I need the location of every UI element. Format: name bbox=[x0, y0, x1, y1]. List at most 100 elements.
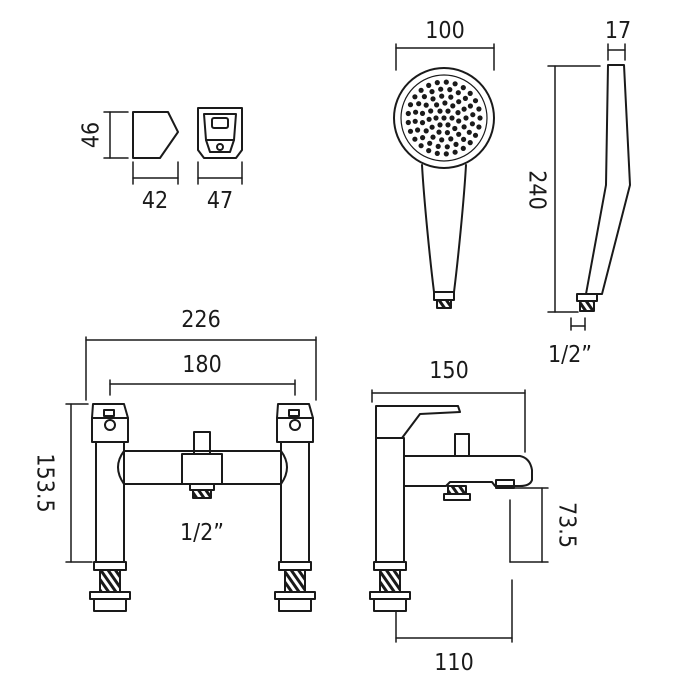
nozzle-dot bbox=[449, 115, 455, 121]
mixer-depth-dimension bbox=[371, 389, 526, 453]
nozzle-dot bbox=[472, 132, 479, 138]
nozzle-dot bbox=[405, 119, 411, 126]
nozzle-dot bbox=[466, 129, 472, 135]
nozzle-dot bbox=[456, 131, 462, 137]
nozzle-dot bbox=[407, 102, 414, 108]
mixer-depth-label: 150 bbox=[429, 358, 469, 384]
head-width-label: 100 bbox=[425, 18, 465, 44]
mixer-height-label: 153.5 bbox=[32, 453, 58, 512]
nozzle-dot bbox=[433, 115, 439, 121]
nozzle-dot bbox=[452, 125, 458, 132]
nozzle-dot bbox=[407, 128, 414, 134]
nozzle-dot bbox=[426, 82, 432, 88]
mixer-height-dimension bbox=[65, 403, 93, 563]
nozzle-dot bbox=[452, 81, 458, 87]
nozzle-dot bbox=[462, 95, 468, 101]
nozzle-dot bbox=[430, 134, 436, 140]
nozzle-dot bbox=[437, 108, 443, 114]
nozzle-dot bbox=[476, 106, 482, 112]
nozzle-dot bbox=[461, 136, 467, 142]
bracket-width-dimension bbox=[197, 161, 243, 185]
mixer-outlet-thread-label: 1/2” bbox=[180, 520, 224, 546]
nozzle-dot bbox=[477, 115, 483, 121]
nozzle-dot bbox=[447, 87, 453, 93]
handset-thread-label: 1/2” bbox=[548, 342, 592, 368]
nozzle-dot bbox=[412, 94, 418, 100]
nozzle-dot bbox=[476, 124, 482, 130]
mixer-total-width-label: 226 bbox=[181, 307, 221, 333]
bracket-depth-dimension bbox=[132, 161, 179, 185]
spout-projection-label: 110 bbox=[434, 650, 474, 676]
nozzle-dot bbox=[467, 140, 473, 146]
nozzle-dot bbox=[434, 102, 440, 108]
nozzle-dot bbox=[443, 79, 449, 85]
nozzle-dot bbox=[405, 110, 411, 117]
nozzle-dot bbox=[452, 149, 458, 155]
nozzle-dot bbox=[427, 140, 433, 146]
nozzle-dot bbox=[467, 103, 473, 109]
nozzle-dot bbox=[463, 115, 469, 121]
nozzle-dot bbox=[429, 124, 435, 130]
handset-depth-label: 17 bbox=[605, 18, 631, 44]
nozzle-dot bbox=[439, 137, 445, 143]
nozzle-dot bbox=[441, 115, 447, 121]
nozzle-dot bbox=[437, 122, 443, 128]
hand-shower-front-view bbox=[393, 67, 495, 309]
mixer-side-view bbox=[369, 405, 533, 612]
spout-height-dimension bbox=[509, 487, 549, 563]
nozzle-dot bbox=[429, 89, 435, 95]
nozzle-dot bbox=[420, 135, 426, 141]
nozzle-dot bbox=[434, 80, 440, 86]
mixer-front-view bbox=[89, 403, 316, 612]
nozzle-dot bbox=[426, 148, 432, 154]
nozzle-dot bbox=[418, 143, 424, 149]
head-width-dimension bbox=[395, 43, 495, 71]
nozzle-dot bbox=[460, 145, 466, 151]
nozzle-dot bbox=[467, 90, 473, 96]
nozzle-dot bbox=[453, 141, 459, 147]
handset-depth-dimension bbox=[607, 43, 626, 61]
hand-shower-side-view bbox=[576, 64, 631, 312]
nozzle-dot bbox=[444, 130, 450, 136]
mixer-total-width-dimension bbox=[85, 336, 317, 401]
nozzle-dot bbox=[438, 86, 444, 92]
nozzle-dot bbox=[456, 99, 462, 105]
nozzle-dot bbox=[472, 98, 479, 104]
nozzle-dot bbox=[416, 101, 422, 107]
nozzle-dot bbox=[445, 108, 451, 114]
nozzle-dot bbox=[461, 124, 467, 130]
nozzle-dot bbox=[455, 110, 461, 116]
nozzle-dot bbox=[421, 94, 427, 100]
nozzle-dot bbox=[412, 136, 418, 142]
wall-bracket-side-view bbox=[132, 111, 179, 159]
mixer-centres-dimension bbox=[109, 379, 296, 396]
nozzle-dot bbox=[436, 129, 442, 135]
bracket-height-label: 46 bbox=[79, 122, 105, 148]
nozzle-dot bbox=[423, 128, 429, 134]
nozzle-dot bbox=[435, 143, 441, 149]
wall-bracket-front-view bbox=[197, 107, 243, 159]
nozzle-dot bbox=[439, 93, 445, 99]
nozzle-dot bbox=[456, 118, 462, 124]
nozzle-dot bbox=[419, 110, 426, 116]
handset-length-dimension bbox=[547, 65, 601, 313]
nozzle-dot bbox=[448, 94, 454, 100]
nozzle-dot bbox=[412, 118, 418, 124]
bracket-width-label: 47 bbox=[207, 188, 233, 214]
nozzle-dot bbox=[461, 106, 467, 112]
mixer-centres-label: 180 bbox=[182, 352, 222, 378]
dimension-labels: 46 42 47 100 17 240 1/2” 226 180 153.5 1… bbox=[32, 18, 632, 676]
nozzle-dot bbox=[455, 90, 461, 96]
shower-nozzles bbox=[405, 79, 483, 157]
bracket-depth-label: 42 bbox=[142, 188, 168, 214]
nozzle-dot bbox=[469, 121, 475, 127]
nozzle-dot bbox=[413, 109, 419, 115]
nozzle-dot bbox=[442, 100, 448, 106]
nozzle-dot bbox=[445, 122, 451, 128]
handset-thread-dimension bbox=[570, 317, 586, 331]
nozzle-dot bbox=[444, 144, 450, 150]
nozzle-dot bbox=[419, 120, 426, 126]
spout-height-label: 73.5 bbox=[554, 502, 580, 548]
nozzle-dot bbox=[470, 112, 476, 118]
